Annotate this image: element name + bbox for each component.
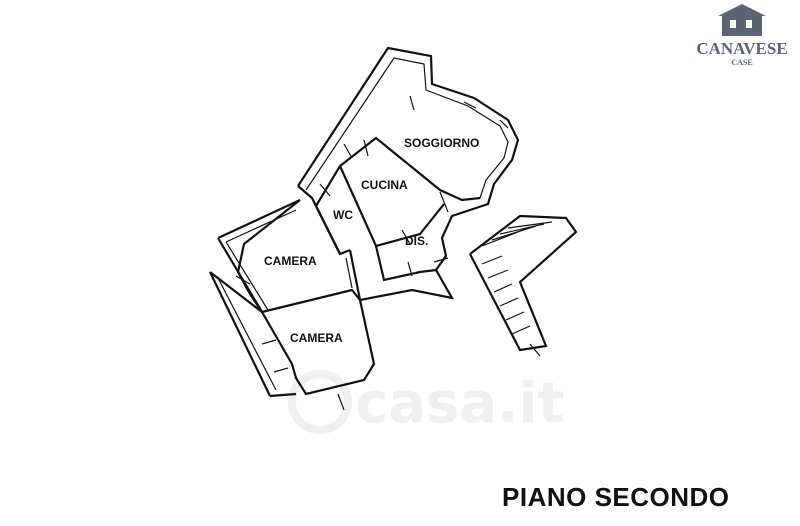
room-label-camera-2: CAMERA: [290, 331, 343, 345]
floor-title: PIANO SECONDO: [502, 482, 730, 512]
company-logo: CANAVESE CASE: [696, 4, 788, 67]
outer-wall: [236, 46, 520, 396]
room-label-wc: WC: [333, 208, 353, 222]
watermark: casa.it: [288, 370, 564, 436]
room-label-camera-1: CAMERA: [264, 254, 317, 268]
watermark-text: casa.it: [355, 371, 564, 436]
logo-name: CANAVESE: [696, 39, 787, 58]
stairwell: [469, 214, 578, 357]
apartment-walls: [209, 46, 520, 411]
room-label-dis: DIS.: [405, 234, 428, 248]
room-label-cucina: CUCINA: [361, 178, 408, 192]
room-label-soggiorno: SOGGIORNO: [404, 136, 479, 150]
logo-house-icon: [718, 4, 766, 36]
logo-sub: CASE: [731, 58, 752, 67]
